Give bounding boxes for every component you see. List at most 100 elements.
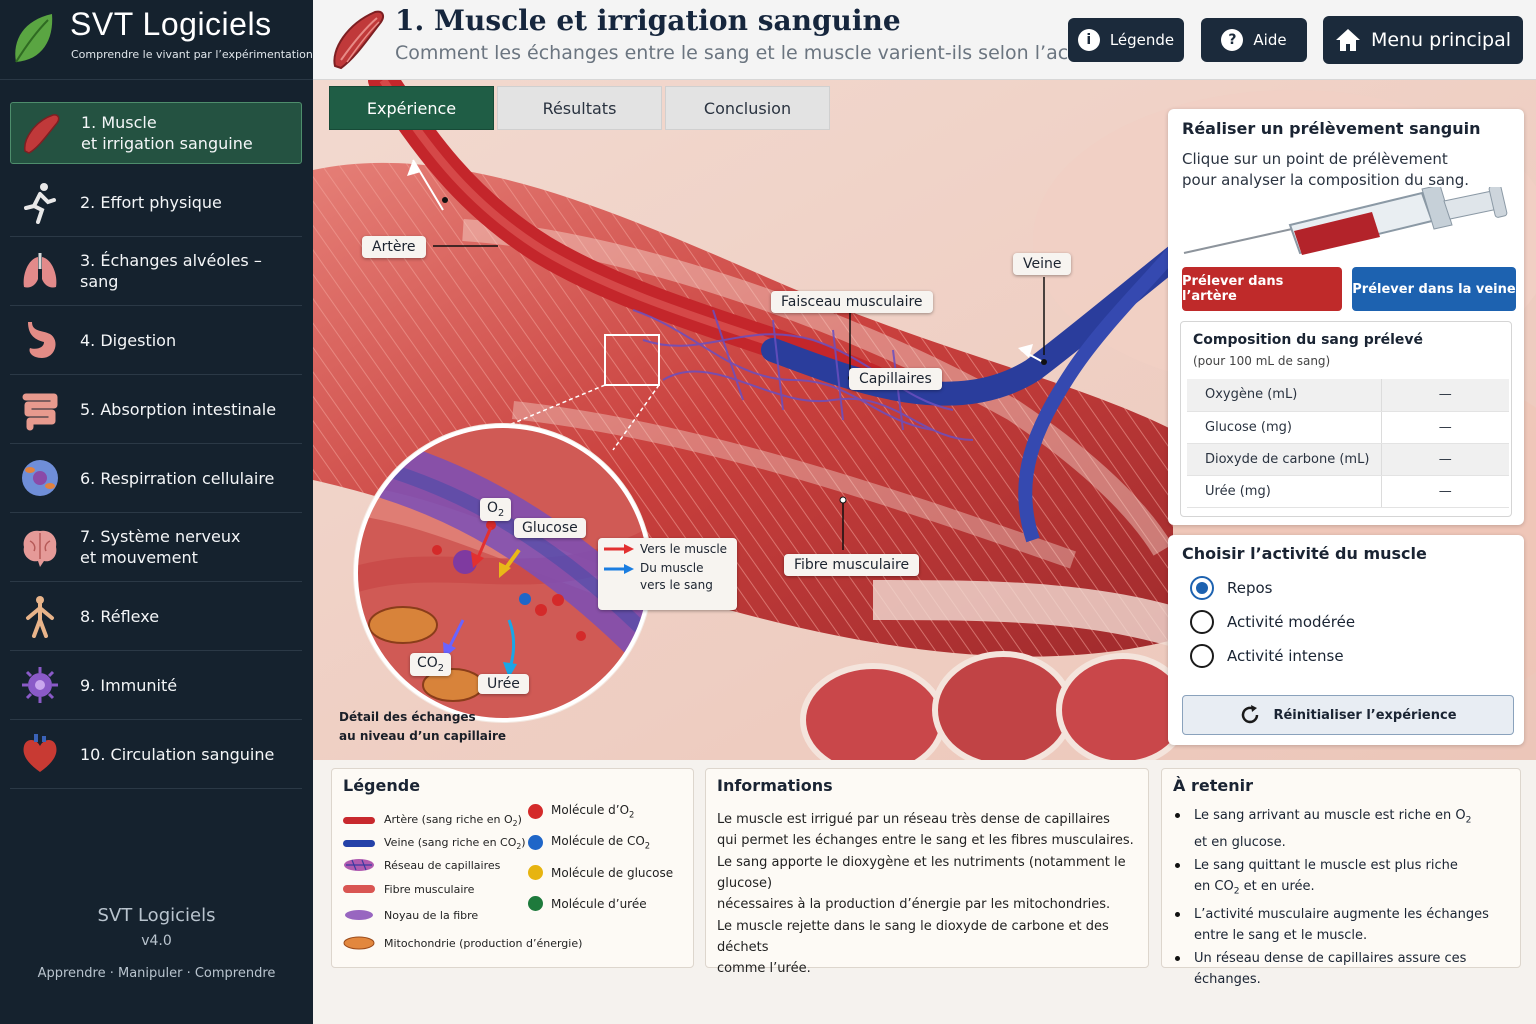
- sample-artery-button[interactable]: Prélever dans l’artère: [1182, 267, 1342, 311]
- sidebar-item-6[interactable]: 6. Respirration cellulaire: [10, 444, 302, 513]
- key-point: Le sang arrivant au muscle est riche en …: [1172, 805, 1517, 853]
- sidebar-item-10[interactable]: 10. Circulation sanguine: [10, 720, 302, 789]
- heart-icon: [23, 734, 57, 772]
- composition-row: Urée (mg)—: [1187, 475, 1509, 508]
- activity-option-label: Repos: [1227, 579, 1273, 597]
- info-panel: Informations Le muscle est irrigué par u…: [705, 768, 1149, 976]
- brand-title: SVT Logiciels: [70, 6, 272, 42]
- footer-version: v4.0: [141, 933, 172, 949]
- brand-subtitle: Comprendre le vivant par l’expérimentati…: [71, 48, 313, 61]
- radio-button[interactable]: [1190, 576, 1214, 600]
- sidebar-item-4[interactable]: 4. Digestion: [10, 306, 302, 375]
- blood-sample-panel: Réaliser un prélèvement sanguin Clique s…: [1168, 109, 1524, 525]
- radio-button[interactable]: [1190, 644, 1214, 668]
- leaf-logo-icon: [15, 14, 53, 63]
- sample-panel-title: Réaliser un prélèvement sanguin: [1182, 119, 1481, 138]
- sidebar-item-9[interactable]: 9. Immunité: [10, 651, 302, 720]
- sidebar-item-label: 9. Immunité: [80, 675, 178, 695]
- legend-item: Mitochondrie (production d’énergie): [342, 936, 582, 950]
- glucose-label: Glucose: [514, 518, 586, 538]
- artery-label[interactable]: Artère: [362, 236, 426, 258]
- reset-button-label: Réinitialiser l’expérience: [1273, 707, 1457, 723]
- runner-icon: [24, 183, 56, 224]
- page-subtitle: Comment les échanges entre le sang et le…: [395, 42, 1133, 64]
- sidebar-item-8[interactable]: 8. Réflexe: [10, 582, 302, 651]
- legend-item: Réseau de capillaires: [342, 858, 500, 872]
- home-icon: [1335, 29, 1360, 51]
- syringe-icon: [1183, 187, 1508, 255]
- composition-value: —: [1380, 475, 1509, 508]
- molecule-dot-icon: [528, 803, 543, 819]
- activity-option-label: Activité intense: [1227, 647, 1344, 665]
- lungs-icon: [23, 253, 57, 288]
- reset-experiment-button[interactable]: Réinitialiser l’expérience: [1182, 695, 1514, 735]
- sidebar-item-7[interactable]: 7. Système nerveux et mouvement: [10, 513, 302, 582]
- info-text: Le muscle est irrigué par un réseau très…: [717, 809, 1147, 980]
- legend-molecule-label: Molécule de glucose: [551, 865, 674, 880]
- key-points-list: Le sang arrivant au muscle est riche en …: [1172, 805, 1517, 992]
- muscle-icon: [24, 114, 60, 154]
- legend-molecule-label: Molécule de CO2: [551, 834, 651, 851]
- composition-label: Urée (mg): [1187, 475, 1381, 508]
- sidebar-item-label: 8. Réflexe: [80, 606, 160, 626]
- sidebar-item-label: 2. Effort physique: [80, 192, 222, 212]
- tab-2[interactable]: Conclusion: [665, 86, 830, 130]
- detail-caption: Détail des échanges au niveau d’un capil…: [339, 710, 507, 743]
- o2-label: O2: [480, 498, 512, 521]
- composition-row: Glucose (mg)—: [1187, 411, 1509, 444]
- legend-panel: Légende Artère (sang riche en O2)Veine (…: [331, 768, 694, 968]
- legend-button[interactable]: i Légende: [1068, 18, 1184, 62]
- legend-molecule: Molécule d’urée: [528, 896, 647, 911]
- molecule-dot-icon: [528, 896, 543, 911]
- activity-option-0[interactable]: Repos: [1190, 575, 1273, 601]
- activity-panel-title: Choisir l’activité du muscle: [1182, 544, 1427, 563]
- tab-1[interactable]: Résultats: [497, 86, 662, 130]
- composition-row: Oxygène (mL)—: [1187, 379, 1509, 412]
- legend-item: Veine (sang riche en CO2): [342, 836, 526, 851]
- tab-0[interactable]: Expérience: [329, 86, 494, 130]
- mitochondria-swatch-icon: [343, 936, 375, 950]
- footer-name: SVT Logiciels: [97, 905, 216, 926]
- legend-item-label: Mitochondrie (production d’énergie): [384, 936, 583, 950]
- info-paragraph: Le sang apporte le dioxygène et les nutr…: [717, 855, 1126, 912]
- sidebar-item-5[interactable]: 5. Absorption intestinale: [10, 375, 302, 444]
- urea-label: Urée: [478, 674, 529, 694]
- legend-title: Légende: [343, 776, 421, 795]
- legend-molecule-label: Molécule d’urée: [551, 896, 647, 911]
- sidebar-item-label: 6. Respirration cellulaire: [80, 468, 275, 488]
- legend-item: Fibre musculaire: [342, 882, 474, 896]
- info-icon: i: [1077, 29, 1100, 51]
- composition-label: Glucose (mg): [1187, 411, 1381, 444]
- cell-icon: [22, 460, 58, 496]
- muscle-header-icon: [333, 10, 384, 70]
- nucleus-swatch-icon: [345, 910, 373, 920]
- sidebar-item-label: 7. Système nerveux et mouvement: [80, 527, 241, 567]
- brand: SVT Logiciels Comprendre le vivant par l…: [0, 0, 313, 80]
- composition-label: Dioxyde de carbone (mL): [1187, 443, 1381, 476]
- sidebar-item-1[interactable]: 1. Muscle et irrigation sanguine: [10, 102, 302, 164]
- sidebar-item-3[interactable]: 3. Échanges alvéoles – sang: [10, 237, 302, 306]
- main-menu-button[interactable]: Menu principal: [1323, 16, 1523, 64]
- vein-label[interactable]: Veine: [1013, 253, 1072, 275]
- key-point: Le sang quittant le muscle est plus rich…: [1172, 855, 1517, 903]
- sample-vein-button[interactable]: Prélever dans la veine: [1352, 267, 1516, 311]
- activity-option-2[interactable]: Activité intense: [1190, 643, 1344, 669]
- muscle-bundle-label: Faisceau musculaire: [771, 291, 933, 313]
- molecule-dot-icon: [528, 865, 543, 880]
- sidebar-item-2[interactable]: 2. Effort physique: [10, 168, 302, 237]
- capillary-swatch-icon: [344, 859, 374, 871]
- key-points-panel: À retenir Le sang arrivant au muscle est…: [1161, 768, 1521, 987]
- legend-item-label: Fibre musculaire: [384, 882, 475, 896]
- intestine-icon: [22, 393, 58, 431]
- capillaries-label: Capillaires: [849, 368, 942, 390]
- legend-molecule: Molécule d’O2: [528, 803, 634, 819]
- radio-button[interactable]: [1190, 610, 1214, 634]
- composition-label: Oxygène (mL): [1187, 379, 1381, 412]
- composition-title: Composition du sang prélevé: [1193, 332, 1424, 348]
- key-point: L’activité musculaire augmente les échan…: [1172, 904, 1517, 946]
- legend-item-label: Noyau de la fibre: [384, 908, 479, 922]
- activity-option-1[interactable]: Activité modérée: [1190, 609, 1355, 635]
- help-button[interactable]: ? Aide: [1201, 18, 1307, 62]
